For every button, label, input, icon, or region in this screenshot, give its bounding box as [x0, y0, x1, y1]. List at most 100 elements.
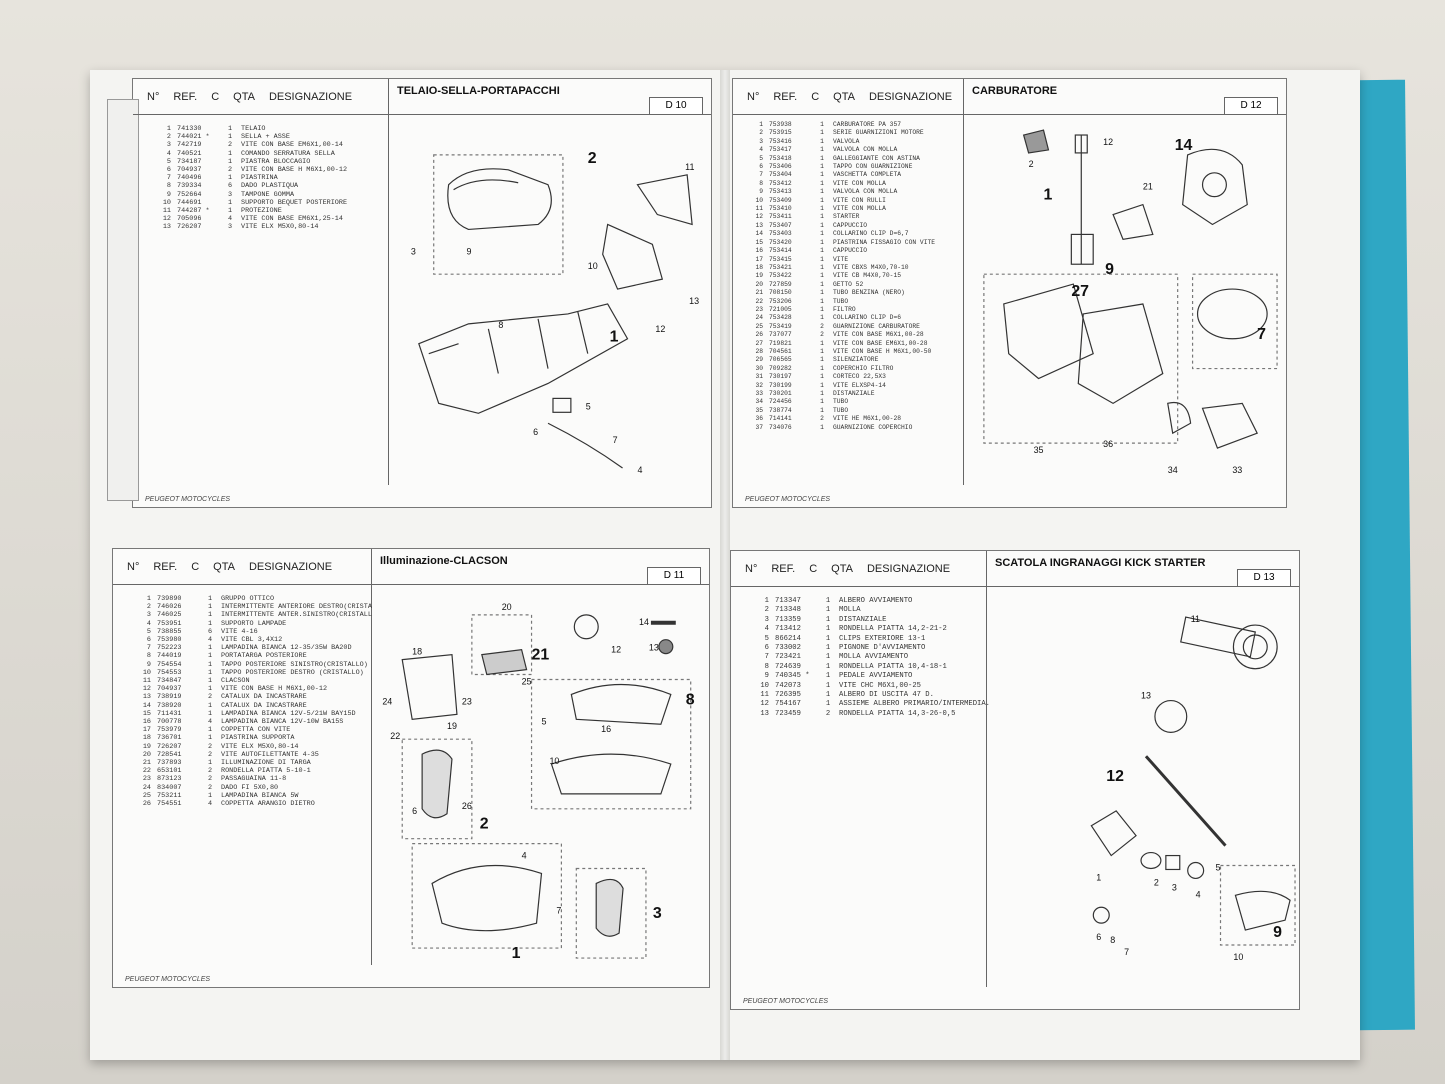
part-qty: 1	[207, 595, 213, 603]
part-ref: 726395	[775, 691, 801, 700]
part-ref: 753951	[157, 619, 182, 628]
part-number: 14	[142, 701, 151, 710]
part-number: 5	[166, 157, 171, 166]
part-qty: 1	[227, 149, 233, 158]
part-description: ASSIEME ALBERO PRIMARIO/INTERMEDIA.	[839, 700, 990, 709]
callout-2: 2	[480, 816, 489, 833]
callout-1: 1	[1096, 872, 1101, 882]
brand-footer: PEUGEOT MOTOCYCLES	[745, 496, 831, 503]
part-qty: 1	[820, 129, 824, 137]
callout-1: 1	[512, 945, 521, 962]
part-ref: 753419	[769, 322, 792, 330]
part-ref: 753980	[157, 636, 182, 645]
part-ref: 753420	[769, 238, 792, 246]
part-description: VITE CON BASE EM6X1,00-28	[833, 339, 928, 347]
part-description: TELAIO	[241, 125, 266, 133]
part-number: 10	[142, 668, 151, 677]
shaft-cap	[1074, 134, 1088, 154]
part-qty: 1	[227, 198, 233, 207]
part-description: TAPPO CON GUARNIZIONE	[833, 163, 913, 171]
part-qty: 2	[207, 693, 213, 702]
part-number: 22	[755, 297, 763, 305]
part-qty: 1	[820, 289, 824, 297]
callout-6: 6	[1096, 932, 1101, 942]
part-qty: 1	[820, 196, 824, 204]
part-number: 35	[755, 406, 763, 414]
part-qty: 1	[207, 668, 213, 677]
part-description: VALVOLA CON MOLLA	[833, 146, 898, 154]
group-box	[1191, 273, 1278, 370]
callout-2: 2	[1029, 159, 1034, 169]
exploded-diagram: 1 2 3 4 5 6 7 8 9 10 11 12 13	[987, 587, 1299, 987]
part-number: 1	[166, 125, 171, 133]
callout-33: 33	[1232, 465, 1242, 475]
part-qty: 1	[227, 174, 233, 183]
part-qty: 1	[820, 280, 824, 288]
protection-shape	[636, 174, 693, 226]
part-ref: 742073	[775, 681, 801, 690]
carburetor-drawing: 1 9 14 27 7 2 12 21 33 34 35 36	[983, 129, 1278, 475]
part-number: 23	[755, 305, 763, 313]
part-ref: 752664	[177, 190, 202, 199]
starter-unit	[1112, 203, 1154, 241]
part-description: INTERMITTENTE ANTER.SINISTRO(CRISTALL	[221, 611, 372, 620]
part-number: 30	[755, 364, 763, 372]
part-description: ALBERO AVVIAMENTO	[839, 597, 913, 605]
part-number: 18	[755, 263, 763, 271]
part-qty: 1	[820, 373, 824, 381]
part-description: TUBO BENZINA (NERO)	[833, 289, 905, 297]
part-qty: 1	[207, 677, 213, 686]
part-description: SUPPORTO BEQUET POSTERIORE	[241, 198, 348, 207]
part-description: COPERCHIO FILTRO	[833, 364, 894, 372]
part-number: 2	[764, 606, 769, 615]
part-ref: 753979	[157, 726, 182, 735]
kick-shaft	[1090, 810, 1137, 857]
part-description: VITE CON BASE H M6X1,00-12	[241, 166, 348, 175]
output-shaft	[1180, 616, 1256, 658]
part-description: LAMPADINA BIANCA 12-35/35W BA20D	[221, 644, 352, 653]
part-ref: 730197	[769, 373, 792, 381]
part-number: 12	[760, 700, 769, 709]
part-description: VITE CB M4X0,70-15	[833, 272, 902, 280]
exploded-diagram: 1 2 3 4 5 6 7 8 10 12 13 14 16 18 19 20	[372, 585, 709, 965]
part-ref: 739334	[177, 182, 202, 191]
part-ref: 737077	[769, 331, 792, 339]
part-description: VITE AUTOFILETTANTE 4-35	[221, 750, 319, 759]
part-ref: 753406	[769, 163, 792, 171]
part-qty: 1	[227, 125, 233, 133]
part-ref: 754551	[157, 800, 182, 809]
part-description: PIASTRINA SUPPORTA	[221, 734, 295, 743]
carb-bore	[1201, 172, 1227, 198]
part-description: PIASTRINA FISSAGIO CON VITE	[833, 238, 936, 246]
part-number: 7	[764, 653, 769, 662]
part-ref: 726207	[177, 223, 202, 232]
part-ref: 753938	[769, 121, 792, 128]
indicator-right	[421, 749, 453, 819]
part-ref: 746026	[157, 603, 182, 612]
gear-hub	[1242, 634, 1268, 660]
part-ref: 719821	[769, 339, 792, 347]
part-ref: 713347	[775, 597, 801, 605]
part-description: SELLA + ASSE	[241, 133, 290, 142]
